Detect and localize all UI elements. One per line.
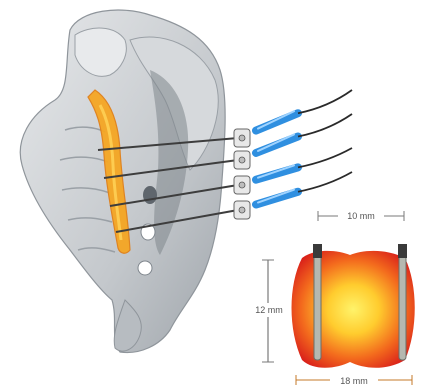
probe-cable bbox=[298, 148, 352, 167]
sacrum-illustration bbox=[20, 10, 225, 353]
sacral-foramen bbox=[143, 186, 157, 204]
probe-hub-ring bbox=[239, 207, 245, 213]
probe-hub-ring bbox=[239, 182, 245, 188]
probe-right-in-lesion bbox=[399, 250, 406, 360]
lesion-shape bbox=[292, 251, 415, 368]
width-bottom-label: 18 mm bbox=[340, 376, 368, 386]
lesion-inset: 10 mm 12 mm 18 mm bbox=[248, 209, 415, 387]
probe-handle bbox=[256, 137, 298, 153]
probe-left-cap bbox=[313, 244, 322, 258]
probe-handle bbox=[256, 167, 298, 179]
probe-left-in-lesion bbox=[314, 250, 321, 360]
probe-cable bbox=[298, 172, 352, 192]
probe-cable bbox=[298, 114, 352, 137]
sacral-foramen bbox=[138, 261, 152, 275]
probe-hub-ring bbox=[239, 135, 245, 141]
probe-cable bbox=[298, 90, 352, 113]
probe-handle bbox=[256, 113, 298, 130]
probe-hub-ring bbox=[239, 157, 245, 163]
probe-handle bbox=[256, 192, 298, 205]
width-top-label: 10 mm bbox=[347, 211, 375, 221]
probe-right-cap bbox=[398, 244, 407, 258]
height-label: 12 mm bbox=[255, 305, 283, 315]
